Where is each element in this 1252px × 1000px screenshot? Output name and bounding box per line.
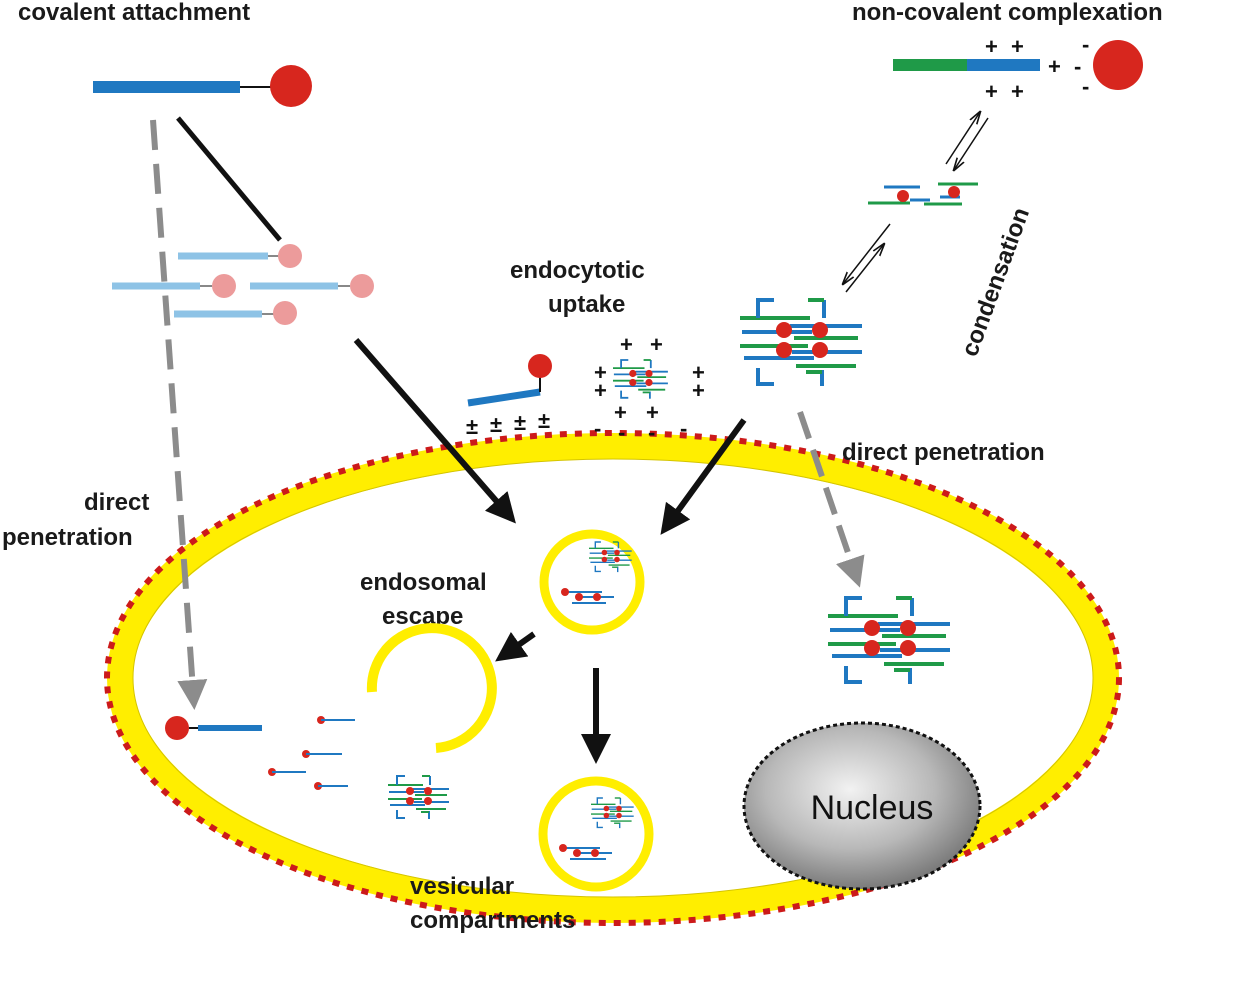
membrane-bound-conjugate: ± ± ± ± bbox=[466, 354, 552, 439]
svg-text:+: + bbox=[985, 79, 998, 104]
charged-complex-on-membrane: + + + + + + + + - - - - bbox=[594, 332, 705, 445]
vesicular-label-2: compartments bbox=[410, 907, 575, 934]
released-complex bbox=[387, 775, 450, 820]
covalent-conjugate-cluster bbox=[112, 244, 374, 325]
endocytotic-label-2: uptake bbox=[548, 291, 625, 318]
svg-text:-: - bbox=[594, 416, 601, 441]
direct-penetration-arrow-left bbox=[150, 119, 208, 710]
svg-text:+: + bbox=[594, 378, 607, 403]
nucleus-shape bbox=[742, 721, 982, 891]
svg-text:-: - bbox=[1074, 54, 1081, 79]
ruptured-endosome bbox=[366, 623, 497, 753]
endocytosis-arrow-left bbox=[353, 338, 516, 524]
direct-penetration-left-label-1: direct bbox=[84, 489, 149, 516]
escape-arrow bbox=[495, 631, 536, 662]
non-covalent-complexation-label: non-covalent complexation bbox=[852, 0, 1163, 26]
cell-membrane-outline bbox=[104, 430, 1122, 926]
endosome bbox=[539, 529, 645, 635]
svg-text:-: - bbox=[648, 420, 655, 445]
svg-text:-: - bbox=[680, 416, 687, 441]
equilibrium-arrows-lower bbox=[843, 223, 891, 293]
svg-text:+: + bbox=[692, 378, 705, 403]
covalent-attachment-label: covalent attachment bbox=[18, 0, 250, 26]
direct-penetration-left-label-2: penetration bbox=[2, 524, 133, 551]
svg-text:+: + bbox=[594, 360, 607, 385]
svg-text:±: ± bbox=[466, 414, 478, 439]
vesicular-label-1: vesicular bbox=[410, 873, 514, 900]
svg-text:+: + bbox=[650, 332, 663, 357]
direct-penetration-arrow-right bbox=[797, 411, 865, 588]
released-conjugate bbox=[165, 716, 262, 740]
small-complex bbox=[868, 182, 978, 206]
nucleus-label: Nucleus bbox=[811, 789, 934, 827]
svg-text:+: + bbox=[985, 34, 998, 59]
svg-text:-: - bbox=[618, 420, 625, 445]
svg-text:±: ± bbox=[514, 410, 526, 435]
nucleus: Nucleus bbox=[742, 721, 982, 891]
released-oligos bbox=[268, 716, 355, 790]
svg-text:+: + bbox=[1011, 79, 1024, 104]
cytosolic-complex bbox=[826, 596, 952, 686]
endocytotic-label-1: endocytotic bbox=[510, 257, 645, 284]
aggregation-line bbox=[176, 116, 282, 242]
condensed-complex-outside bbox=[738, 298, 864, 388]
svg-text:-: - bbox=[1082, 74, 1089, 99]
svg-text:+: + bbox=[614, 400, 627, 425]
direct-penetration-right-label: direct penetration bbox=[842, 439, 1045, 466]
cell-membrane-inner-edge bbox=[132, 458, 1094, 898]
svg-text:+: + bbox=[646, 400, 659, 425]
svg-text:±: ± bbox=[538, 408, 550, 433]
endosomal-escape-label-1: endosomal bbox=[360, 569, 487, 596]
covalent-conjugate-top bbox=[93, 65, 312, 107]
equilibrium-arrows-upper bbox=[945, 112, 989, 170]
vesicular-compartment bbox=[538, 776, 654, 892]
endocytosis-arrow-right bbox=[660, 418, 747, 535]
noncovalent-components: + + + + + - - - bbox=[893, 32, 1143, 104]
svg-text:+: + bbox=[1048, 54, 1061, 79]
svg-text:+: + bbox=[620, 332, 633, 357]
condensation-label: condensation bbox=[956, 204, 1035, 360]
svg-text:+: + bbox=[1011, 34, 1024, 59]
svg-text:-: - bbox=[1082, 32, 1089, 57]
svg-text:±: ± bbox=[490, 412, 502, 437]
cell bbox=[104, 430, 1122, 926]
cell-membrane bbox=[107, 433, 1119, 923]
svg-text:+: + bbox=[692, 360, 705, 385]
